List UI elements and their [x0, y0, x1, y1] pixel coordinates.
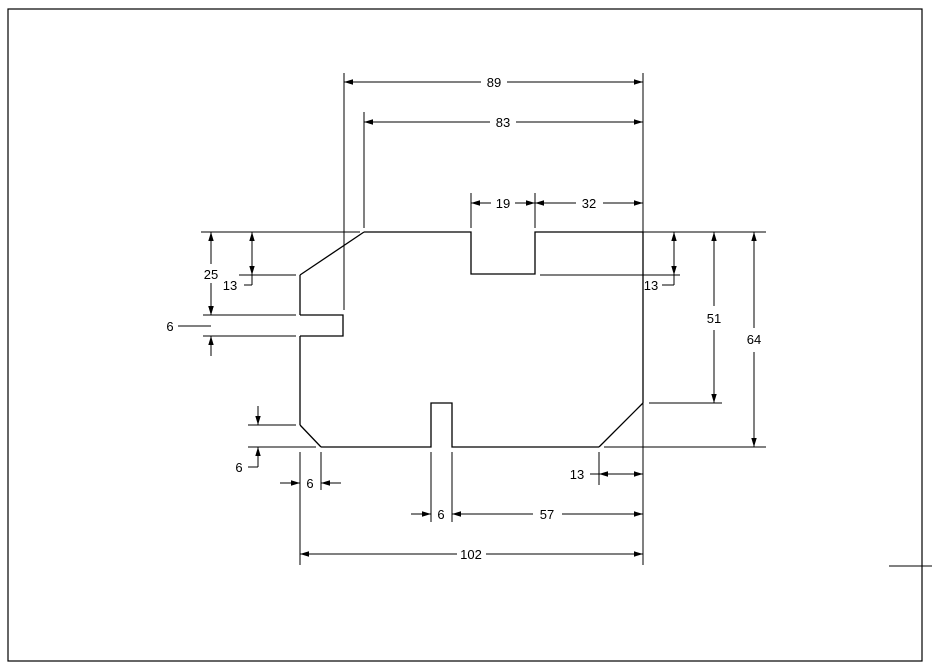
dimension-57: 57 [452, 507, 643, 522]
extension-lines [201, 73, 766, 565]
dim-label-51: 51 [707, 311, 721, 326]
dimension-6-vertical: 6 [235, 406, 261, 475]
dimension-6-horizontal: 6 [280, 476, 341, 491]
dim-label-25: 25 [204, 267, 218, 282]
dimension-13-left: 13 [223, 232, 255, 293]
dim-label-102: 102 [460, 547, 482, 562]
dim-label-13-right: 13 [644, 278, 658, 293]
dim-label-6-horizontal: 6 [306, 476, 313, 491]
dimension-89: 89 [344, 75, 643, 90]
dim-label-6-vertical: 6 [235, 460, 242, 475]
dim-label-13-bottom: 13 [570, 467, 584, 482]
dimension-83: 83 [364, 115, 643, 130]
dimension-6-slot: 6 [166, 296, 214, 356]
dimension-6-bottom: 6 [411, 507, 445, 522]
dim-label-32: 32 [582, 196, 596, 211]
dim-label-57: 57 [540, 507, 554, 522]
dimension-64: 64 [747, 232, 761, 447]
dimension-102: 102 [300, 547, 643, 562]
dimension-13-right: 13 [644, 232, 677, 293]
part-outline [299, 231, 644, 448]
dim-label-19: 19 [496, 196, 510, 211]
dim-label-83: 83 [496, 115, 510, 130]
dim-label-6-bottom: 6 [437, 507, 444, 522]
dimension-51: 51 [707, 232, 721, 403]
dim-label-64: 64 [747, 332, 761, 347]
dimension-13-bottom: 13 [570, 467, 643, 482]
dimension-32: 32 [535, 196, 643, 211]
dim-label-89: 89 [487, 75, 501, 90]
dim-label-6-slot: 6 [166, 319, 173, 334]
dim-label-13-left: 13 [223, 278, 237, 293]
drawing-frame [7, 8, 923, 662]
dimension-19: 19 [471, 196, 535, 211]
